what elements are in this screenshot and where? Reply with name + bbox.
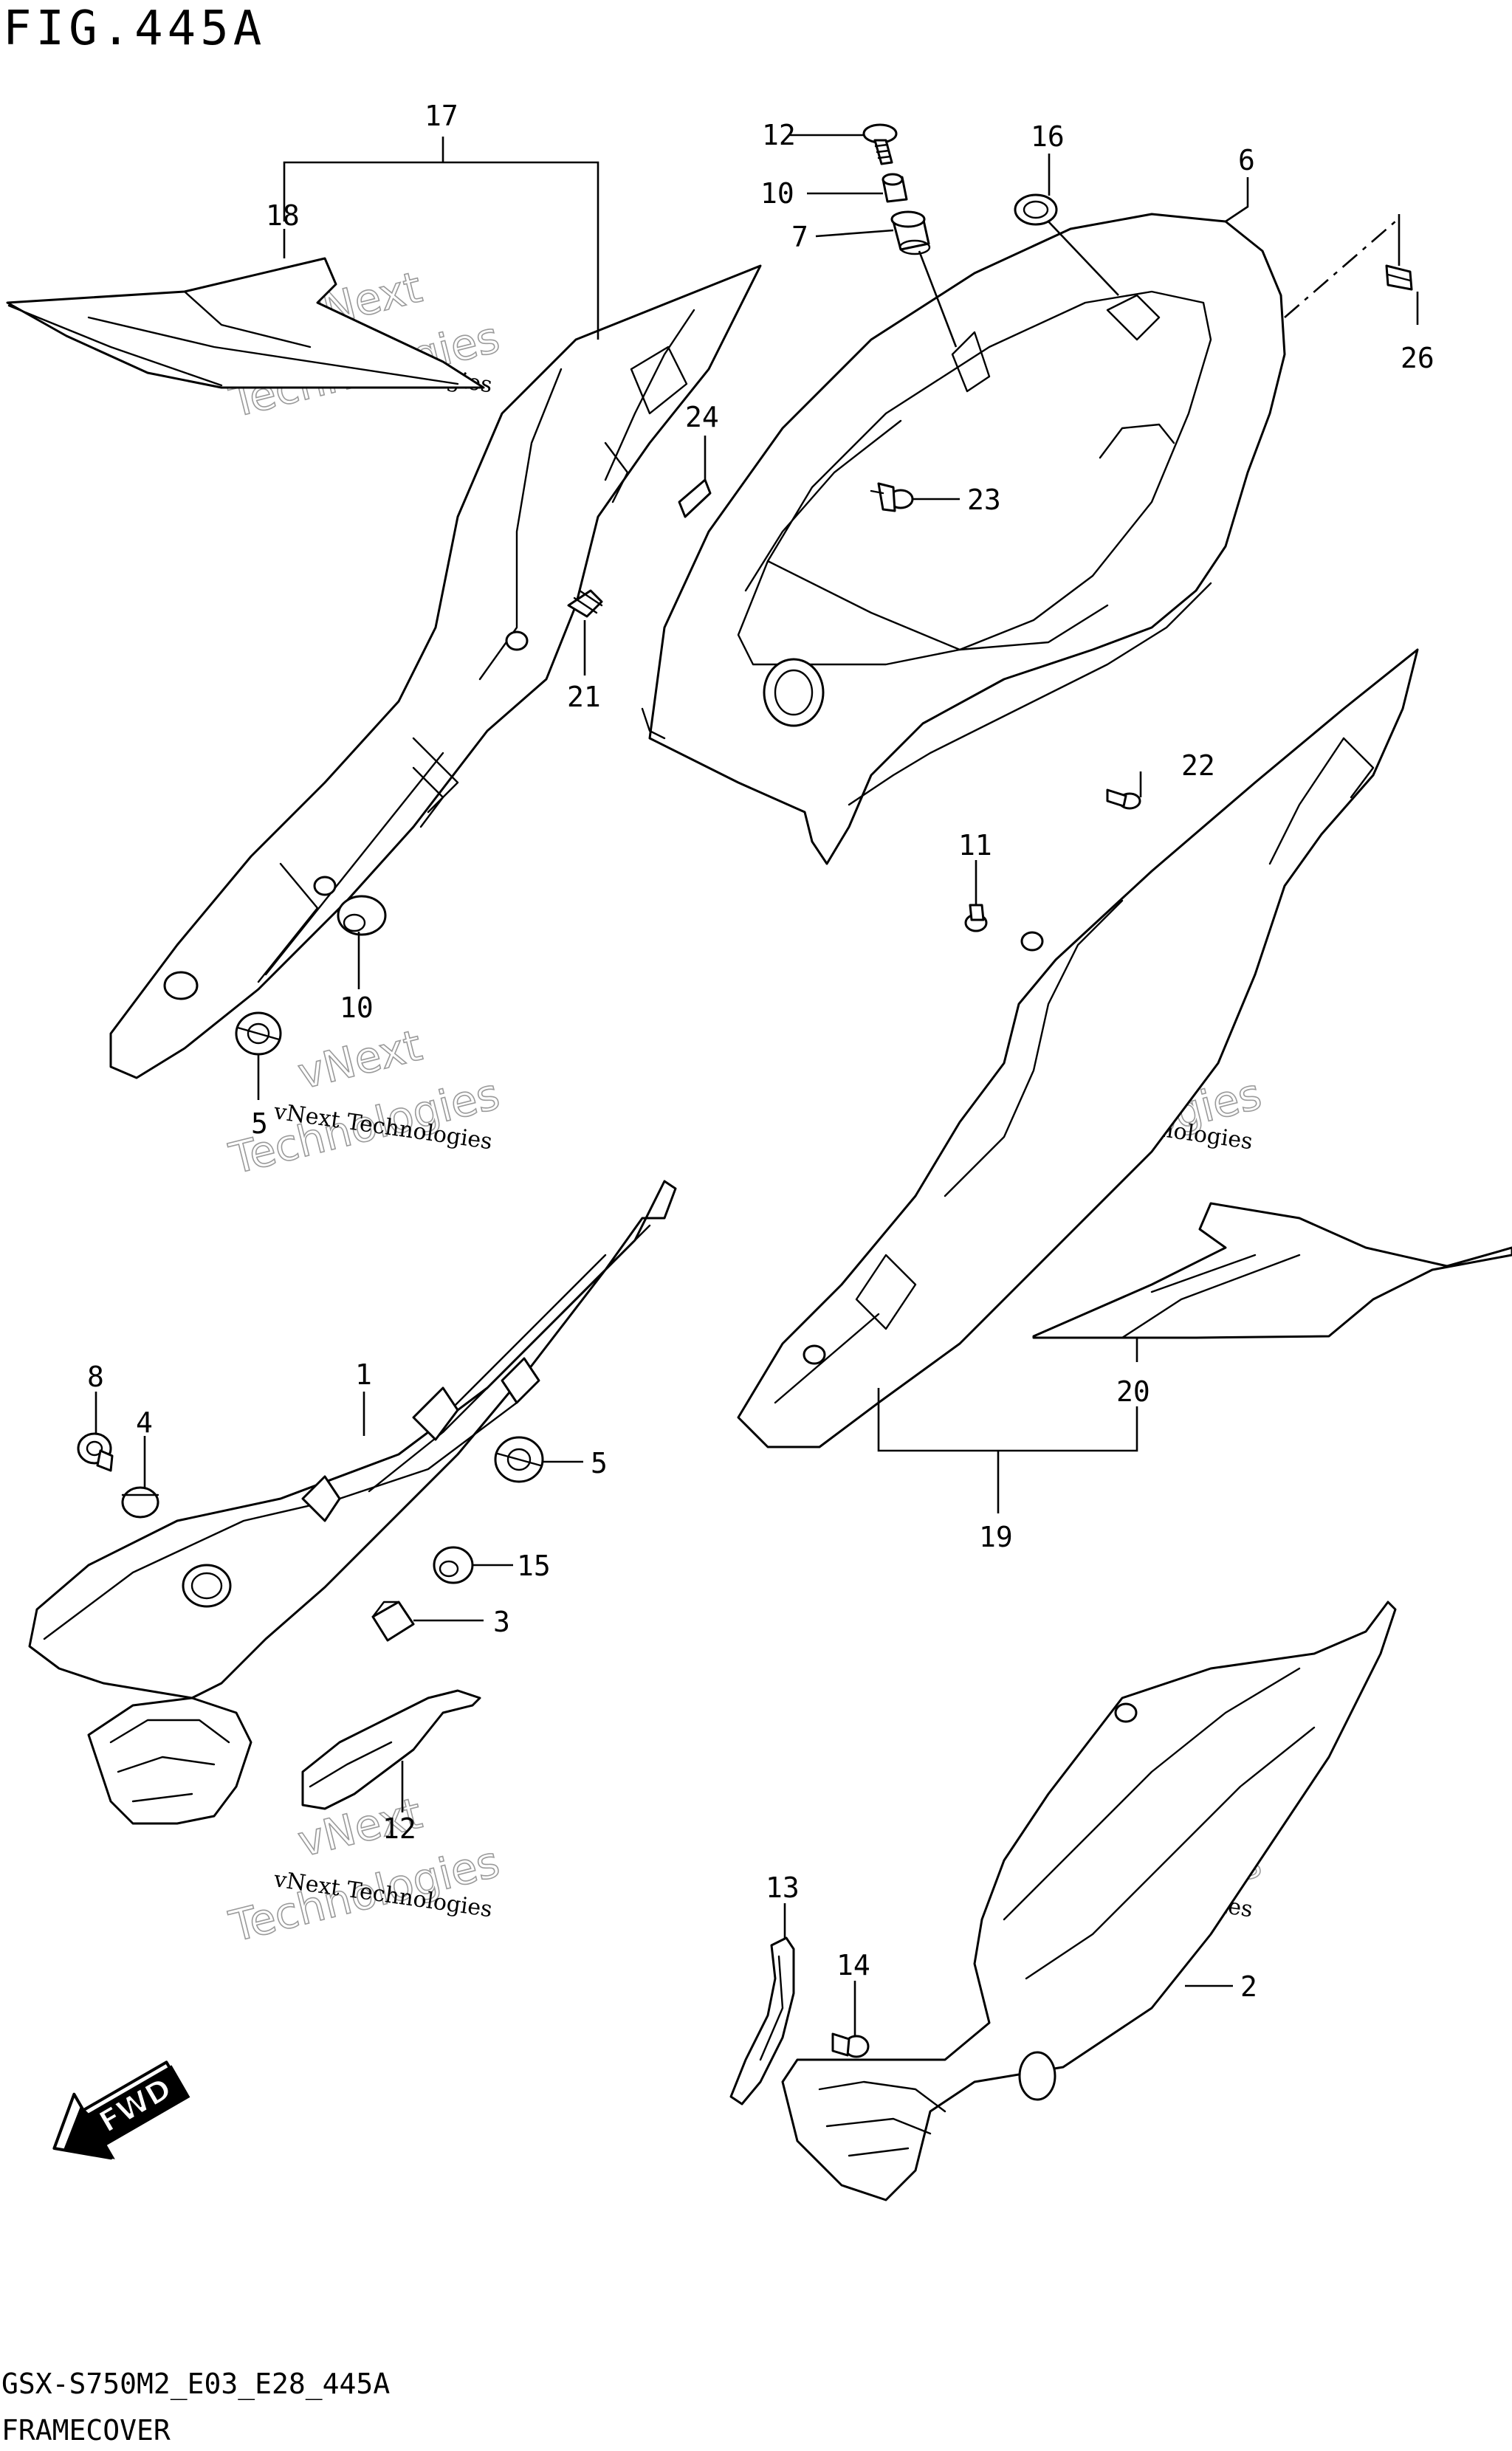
part-1-left-frame-cover	[28, 1180, 677, 1825]
part-5-grommet-upper	[235, 1011, 282, 1056]
part-16-grommet	[433, 1546, 474, 1584]
callout-3: 3	[493, 1606, 510, 1638]
callout-25: 24	[685, 401, 719, 433]
part-25-pad	[678, 478, 712, 518]
part-20-right-tail-cover	[737, 648, 1419, 1448]
callout-24: 23	[967, 484, 1001, 516]
part-8-grommet	[890, 210, 931, 255]
callout-18: 17	[425, 100, 458, 132]
part-19-left-decal	[6, 257, 485, 389]
part-12-screw	[964, 904, 988, 932]
callout-11: 10	[340, 991, 374, 1024]
part-22-clip	[567, 589, 603, 618]
callout-23: 22	[1181, 749, 1215, 782]
fwd-arrow-icon: FWD	[52, 2060, 190, 2160]
callout-12: 11	[958, 829, 992, 862]
part-18-left-tail-cover	[109, 264, 762, 1079]
part-11-grommet	[337, 895, 387, 936]
callout-19: 18	[266, 199, 300, 232]
callout-5-upper: 5	[251, 1107, 268, 1140]
watermark-lower-left: Technologies vNext vNext Technologies	[224, 1787, 505, 1953]
callout-labels: 17 18 12 10 7 16 6 26 24 23 21 22 11 10 …	[87, 100, 1434, 2003]
part-21-right-decal	[1032, 1202, 1512, 1339]
part-5-grommet-lower	[494, 1436, 544, 1483]
part-4-collar	[121, 1486, 159, 1519]
model-code: GSX-S750M2_E03_E28_445A	[1, 2368, 390, 2401]
svg-text:vNext: vNext	[293, 1020, 427, 1099]
part-10-collar	[882, 173, 908, 203]
part-2-right-frame-cover	[781, 1601, 1397, 2201]
part-6-screw	[77, 1432, 114, 1472]
callout-26: 26	[1401, 342, 1434, 374]
callout-7: 6	[1238, 144, 1255, 176]
part-14-bracket	[729, 1936, 795, 2105]
figure-title: FIG.445A	[3, 1, 266, 56]
callout-2: 2	[1240, 1970, 1257, 2003]
leader-lines	[94, 134, 1419, 2036]
part-3-pad	[371, 1601, 415, 1642]
callout-15: 14	[836, 1949, 870, 1981]
part-7-tail-cover	[641, 213, 1286, 865]
section-name: FRAMECOVER	[1, 2414, 171, 2447]
callout-13: 12	[382, 1812, 416, 1845]
part-23-screw	[1106, 788, 1141, 810]
part-24-rivet	[870, 482, 914, 512]
part-17-cap	[1014, 193, 1058, 226]
callout-14: 13	[766, 1871, 800, 1904]
callout-21: 20	[1116, 1375, 1150, 1408]
part-15-screw	[831, 2032, 870, 2058]
callout-20: 19	[979, 1521, 1013, 1553]
callout-4: 4	[136, 1406, 153, 1439]
part-9-screw	[862, 123, 898, 165]
part-26-clip	[1385, 264, 1413, 291]
callout-17: 16	[1031, 120, 1065, 153]
part-13-bracket	[301, 1689, 481, 1810]
callout-9: 12	[762, 119, 796, 151]
callout-16: 15	[517, 1550, 551, 1582]
callout-8: 7	[791, 221, 808, 253]
callout-5-lower: 5	[591, 1447, 608, 1479]
callout-22: 21	[567, 681, 601, 713]
callout-6: 8	[87, 1361, 104, 1393]
callout-10: 10	[760, 177, 794, 210]
callout-1: 1	[355, 1358, 372, 1391]
